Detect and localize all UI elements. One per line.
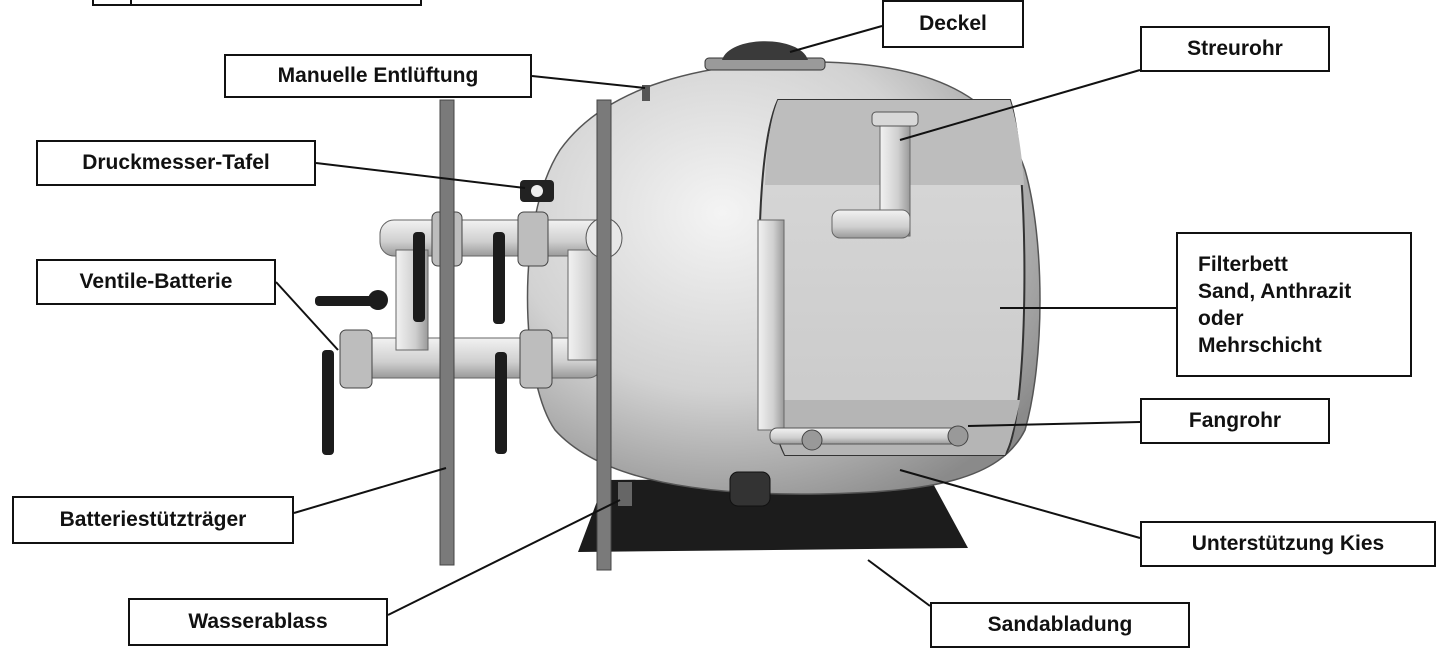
collector-end-left: [801, 429, 823, 451]
lid-dome: [722, 41, 808, 60]
battery-lower-header: [341, 337, 603, 379]
leader-unterstuetzung-kies: [899, 469, 1141, 539]
leader-batteriestuetztraeger: [293, 467, 447, 514]
leader-wasserablass: [387, 499, 621, 616]
support-post-left: [439, 99, 455, 566]
top-frame-divider: [130, 0, 132, 6]
label-fangrohr: Fangrohr: [1140, 398, 1330, 444]
valve-handle-1: [413, 232, 425, 322]
flange-lower-2: [519, 329, 553, 389]
drain-valve: [618, 482, 632, 506]
center-pipe: [757, 219, 785, 431]
label-deckel: Deckel: [882, 0, 1024, 48]
tank-base: [578, 478, 968, 552]
label-sandabladung: Sandabladung: [930, 602, 1190, 648]
support-post-right: [596, 99, 612, 571]
label-ventile-batterie: Ventile-Batterie: [36, 259, 276, 305]
collector-pipe: [769, 427, 966, 445]
label-manuelle-entlueftung: Manuelle Entlüftung: [224, 54, 532, 98]
label-druckmesser-tafel: Druckmesser-Tafel: [36, 140, 316, 186]
diffuser-pipe-horizontal: [831, 209, 911, 239]
label-unterstuetzung-kies: Unterstützung Kies: [1140, 521, 1436, 567]
side-valve-stem: [315, 296, 381, 306]
diffuser-cap: [871, 111, 919, 127]
label-batteriestuetztraeger: Batteriestützträger: [12, 496, 294, 544]
leader-manuelle-entlueftung: [531, 75, 646, 89]
leader-fangrohr: [967, 421, 1141, 427]
side-valve-knob: [368, 290, 388, 310]
leader-streurohr: [899, 69, 1141, 141]
sand-discharge-port: [729, 471, 771, 507]
valve-handle-2: [493, 232, 505, 324]
valve-handle-4: [495, 352, 507, 454]
leader-ventile-batterie: [275, 281, 339, 351]
flange-upper-2: [517, 211, 549, 267]
label-filterbett-line-3: oder: [1198, 306, 1244, 330]
top-frame-fragment: [92, 0, 422, 6]
leader-deckel: [789, 25, 883, 53]
collector-end-right: [947, 425, 969, 447]
flange-lower-1: [339, 329, 373, 389]
leader-lines: [275, 25, 1178, 616]
leader-druckmesser: [315, 162, 526, 189]
label-filterbett: Filterbett Sand, Anthrazit oder Mehrschi…: [1176, 232, 1412, 377]
manual-vent: [642, 85, 650, 101]
label-streurohr: Streurohr: [1140, 26, 1330, 72]
label-filterbett-line-2: Sand, Anthrazit: [1198, 279, 1352, 303]
label-filterbett-line-1: Filterbett: [1198, 252, 1288, 276]
label-filterbett-line-4: Mehrschicht: [1198, 333, 1322, 357]
valve-handle-3: [322, 350, 334, 455]
leader-sandabladung: [867, 559, 931, 607]
gauge-dial: [531, 185, 543, 197]
label-wasserablass: Wasserablass: [128, 598, 388, 646]
